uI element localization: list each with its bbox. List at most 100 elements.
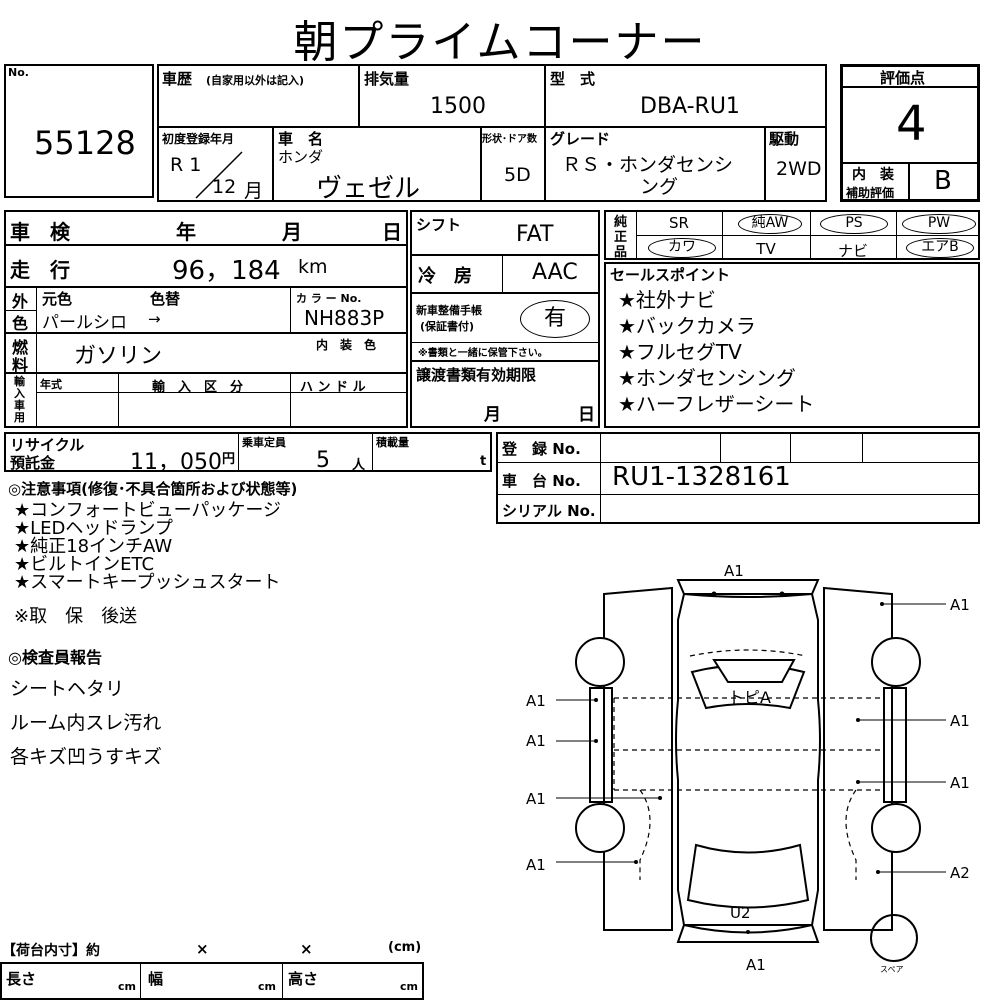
recycle-value: 11，050 <box>130 450 222 475</box>
load-unit: t <box>480 454 487 469</box>
genuine-label-1: 純 <box>614 215 628 230</box>
doors-label: 形状･ドア数 <box>482 134 537 145</box>
grade-line2: ング <box>640 176 679 198</box>
fuel-side-2: 料 <box>12 356 29 375</box>
change-color-label: 色替 <box>150 290 181 308</box>
cargo-label: 【荷台内寸】約 <box>2 943 100 959</box>
cargo-length-cm: cm <box>118 980 136 993</box>
capacity-value: 5 <box>316 448 330 473</box>
cargo-dimensions-box <box>0 962 424 1000</box>
score-value: 4 <box>896 96 927 152</box>
capacity-label: 乗車定員 <box>242 436 286 449</box>
transfer-label: 譲渡書類有効期限 <box>416 366 537 384</box>
inspector-label: ◎検査員報告 <box>8 648 102 667</box>
inspector-item-1: シートヘタリ <box>10 678 125 700</box>
cargo-height-label: 高さ <box>288 970 319 988</box>
notes-label: ◎注意事項(修復･不具合箇所および状態等) <box>8 480 298 498</box>
notes-extra: ※取 保 後送 <box>14 606 138 627</box>
manual-label-2: (保証書付) <box>420 320 475 333</box>
displacement-label: 排気量 <box>364 70 410 88</box>
interior-label-1: 内 装 <box>852 167 894 183</box>
drive-value: 2WD <box>776 158 822 180</box>
cargo-x1: × <box>196 940 209 958</box>
sales-point-4: ★ホンダセンシング <box>618 366 796 390</box>
cargo-width-label: 幅 <box>148 970 164 988</box>
cargo-length-label: 長さ <box>6 970 37 988</box>
interior-label-2: 補助評価 <box>846 186 895 200</box>
inspection-month: 月 <box>282 220 302 244</box>
sales-points-label: セールスポイント <box>610 266 731 284</box>
shift-value: FAT <box>516 222 554 247</box>
mark-front-bumper: A1 <box>724 562 744 580</box>
color-side-2: 色 <box>12 314 29 333</box>
color-code-label: カ ラ ー No. <box>296 292 362 305</box>
genuine-sr: SR <box>669 214 689 232</box>
score-label: 評価点 <box>880 69 926 87</box>
genuine-power-window: PW <box>902 214 976 234</box>
mileage-value: 96，184 <box>172 256 281 286</box>
interior-value: B <box>934 166 952 196</box>
mark-right-rear-door: A1 <box>950 774 970 792</box>
import-year-label: 年式 <box>40 378 62 391</box>
genuine-power-steering: PS <box>820 214 888 234</box>
sales-point-5: ★ハーフレザーシート <box>618 392 815 416</box>
mark-left-rocker: A1 <box>526 732 546 750</box>
shift-block <box>410 210 600 428</box>
recycle-block <box>4 432 492 472</box>
genuine-label-3: 品 <box>614 245 628 260</box>
chassis-label: 車 台 No. <box>502 472 581 490</box>
grade-label: グレード <box>550 130 611 148</box>
orig-color-value: パールシロ <box>42 313 127 333</box>
serial-label: シリアル No. <box>502 502 596 520</box>
note-4: ★ビルトインETC <box>14 554 155 575</box>
registration-block <box>496 432 980 524</box>
import-handle-label: ハ ン ド ル <box>300 380 366 395</box>
car-name: ヴェゼル <box>316 174 421 204</box>
sales-point-1: ★社外ナビ <box>618 288 716 312</box>
import-side-label: 輸入車用 <box>14 375 25 424</box>
ac-value: AAC <box>532 260 578 285</box>
chassis-value: RU1-1328161 <box>612 462 791 492</box>
slash-divider <box>195 151 243 199</box>
note-2: ★LEDヘッドランプ <box>14 518 173 539</box>
cargo-unit-label: (cm) <box>388 940 422 955</box>
mark-left-quarter: A1 <box>526 856 546 874</box>
grade-line1: ＲＳ・ホンダセンシ <box>562 154 734 176</box>
first-reg-era: R 1 <box>170 154 202 176</box>
mark-right-quarter: A2 <box>950 864 970 882</box>
mark-left-rear-door: A1 <box>526 790 546 808</box>
load-label: 積載量 <box>376 436 409 449</box>
genuine-leather: カワ <box>648 238 716 258</box>
history-note: (自家用以外は記入) <box>206 74 305 87</box>
registration-label: 登 録 No. <box>502 440 581 458</box>
first-reg-month: 12 <box>212 176 237 198</box>
inspection-block <box>4 210 408 428</box>
model-label: 型 式 <box>550 70 596 88</box>
mark-rear-bumper: A1 <box>746 956 766 974</box>
fuel-value: ガソリン <box>74 344 163 369</box>
car-name-label: 車 名 <box>278 130 324 148</box>
orig-color-label: 元色 <box>42 290 73 308</box>
history-block <box>157 64 827 202</box>
genuine-alloy-wheel: 純AW <box>738 214 802 234</box>
import-type-label: 輸 入 区 分 <box>152 380 244 395</box>
mileage-unit: km <box>298 256 328 278</box>
transfer-month: 月 <box>484 405 501 425</box>
note-3: ★純正18インチAW <box>14 536 173 557</box>
sales-points-block <box>604 262 980 428</box>
mark-right-front-fender: A1 <box>950 596 970 614</box>
transfer-day: 日 <box>578 405 595 425</box>
recycle-label-1: リサイクル <box>10 436 85 454</box>
lot-number: 55128 <box>34 124 136 162</box>
fuel-side-1: 燃 <box>12 338 29 357</box>
inspector-item-3: 各キズ凹うすキズ <box>10 746 163 768</box>
cargo-x2: × <box>300 940 313 958</box>
interior-color-label: 内 装 色 <box>316 338 377 352</box>
inspector-item-2: ルーム内スレ汚れ <box>10 712 162 734</box>
mark-rear-panel: U2 <box>730 904 751 922</box>
no-label: No. <box>8 66 29 79</box>
genuine-airbag: エアB <box>906 238 974 258</box>
first-reg-month-unit: 月 <box>244 180 264 202</box>
manual-label-1: 新車整備手帳 <box>416 304 482 317</box>
color-side-1: 外 <box>12 292 29 311</box>
